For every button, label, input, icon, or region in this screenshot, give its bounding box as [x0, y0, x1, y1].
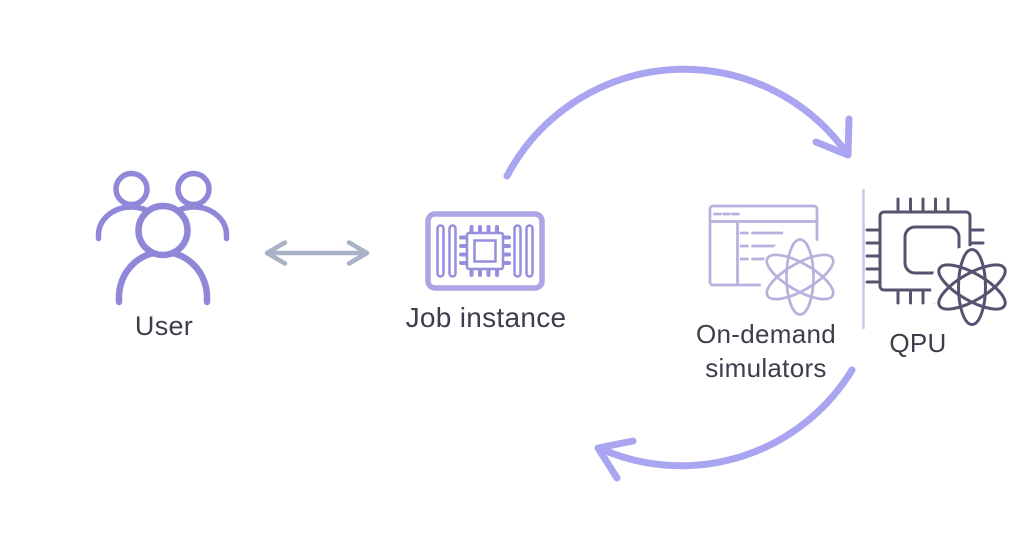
- bidirectional-arrow: [264, 240, 370, 266]
- cycle-arrow-top: [503, 65, 853, 180]
- browser-window-atom-icon: [708, 204, 840, 317]
- cycle-arrowhead-left-icon: [594, 437, 637, 482]
- job-bar: [448, 224, 457, 278]
- user-label: User: [134, 311, 194, 341]
- atom-mask: [760, 237, 840, 317]
- quantum-processor-atom-icon: [865, 197, 1013, 328]
- job-instance-label: Job instance: [405, 302, 567, 333]
- person-back-right-head: [175, 170, 212, 208]
- atom-orbit: [785, 238, 815, 316]
- job-chip-card-icon: [425, 211, 545, 291]
- atom-mask: [931, 246, 1013, 328]
- atom-icon: [937, 248, 1007, 326]
- cpu-chip-icon: [459, 225, 511, 277]
- job-bar: [436, 224, 445, 278]
- cycle-arrow-bottom: [594, 366, 856, 482]
- person-back-left-head: [113, 170, 150, 208]
- on-demand-simulators-label: On-demand simulators: [656, 317, 876, 385]
- atom-icon: [765, 238, 835, 316]
- qpu-label: QPU: [889, 328, 947, 358]
- qpu-pins-top: [896, 197, 950, 214]
- person-front-head: [135, 202, 191, 259]
- users-group-icon: [95, 170, 230, 306]
- person-front-body: [115, 248, 211, 306]
- atom-orbit: [765, 253, 835, 301]
- job-bar: [525, 224, 534, 278]
- cycle-arrowhead-right-icon: [812, 115, 853, 159]
- atom-orbit: [957, 248, 987, 326]
- on-demand-simulators-label-line2: simulators: [705, 353, 827, 383]
- qpu-pins-left: [865, 228, 882, 284]
- atom-orbit: [937, 263, 1007, 311]
- qpu-pins-bottom: [896, 288, 950, 305]
- chip-core: [473, 239, 497, 263]
- atom-orbit: [937, 263, 1007, 311]
- atom-orbit: [765, 253, 835, 301]
- on-demand-simulators-label-line1: On-demand: [696, 319, 836, 349]
- arrowhead-left-icon: [264, 240, 288, 266]
- arrowhead-right-icon: [346, 240, 370, 266]
- job-bar: [513, 224, 522, 278]
- cycle-arc-bottom: [602, 366, 856, 470]
- cycle-arc-top: [503, 65, 847, 180]
